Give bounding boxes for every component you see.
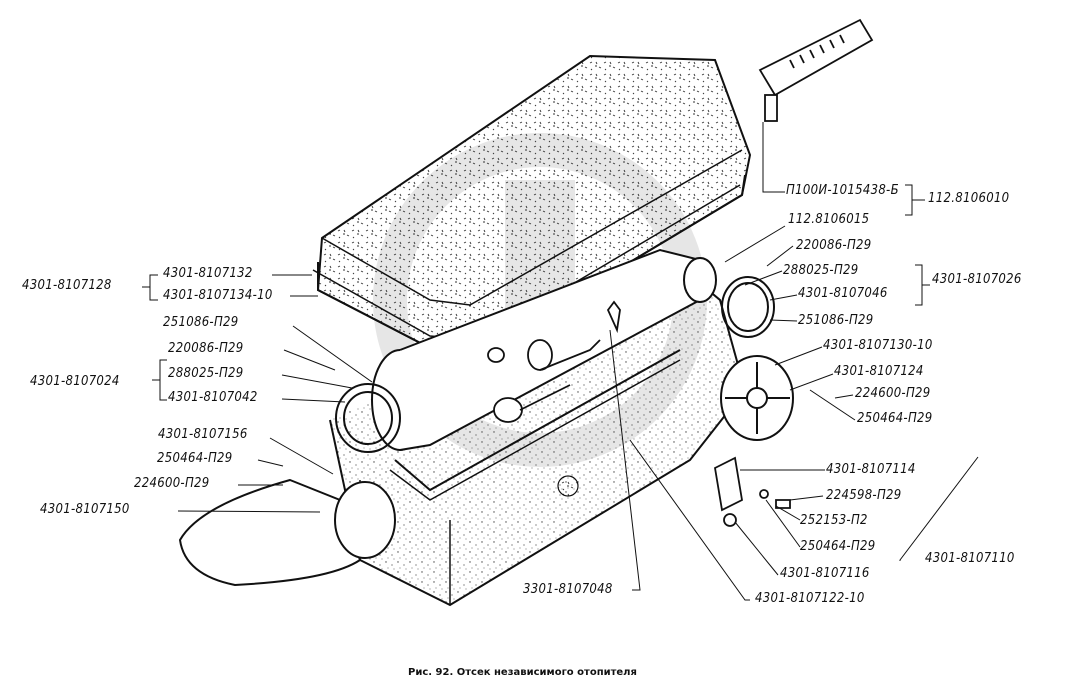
bracket-part [714, 456, 791, 527]
duct-elbow [178, 478, 396, 587]
label-4301-8107122-10: 4301-8107122-10 [755, 591, 865, 606]
right-flange [720, 355, 794, 441]
label-250464-p29-bottom: 250464-П29 [800, 539, 876, 554]
label-4301-8107110: 4301-8107110 [925, 551, 1015, 566]
label-288025-p29-top: 288025-П29 [783, 263, 859, 278]
right-clamp [721, 276, 775, 338]
label-4301-8107026: 4301-8107026 [932, 272, 1022, 287]
label-251086-p29-right: 251086-П29 [798, 313, 874, 328]
label-4301-8107150: 4301-8107150 [40, 502, 130, 517]
resistor-part [758, 18, 874, 122]
label-251086-p29-left: 251086-П29 [163, 315, 239, 330]
label-220086-p29-left: 220086-П29 [168, 341, 244, 356]
label-250464-p29-right: 250464-П29 [857, 411, 933, 426]
label-288025-p29-left: 288025-П29 [168, 366, 244, 381]
label-4301-8107156: 4301-8107156 [158, 427, 248, 442]
label-224600-p29-left: 224600-П29 [134, 476, 210, 491]
label-4301-8107130-10: 4301-8107130-10 [823, 338, 933, 353]
label-4301-8107124: 4301-8107124 [834, 364, 924, 379]
left-clamp [335, 383, 401, 453]
label-4301-8107134-10: 4301-8107134-10 [163, 288, 273, 303]
label-3301-8107048: 3301-8107048 [523, 582, 613, 597]
label-224598-p29: 224598-П29 [826, 488, 902, 503]
label-4301-8107042: 4301-8107042 [168, 390, 258, 405]
label-112-8106015: 112.8106015 [788, 212, 870, 227]
label-4301-8107024: 4301-8107024 [30, 374, 120, 389]
label-220086-p29-top: 220086-П29 [796, 238, 872, 253]
label-112-8106010: 112.8106010 [928, 191, 1010, 206]
label-4301-8107132: 4301-8107132 [163, 266, 253, 281]
figure-caption: Рис. 92. Отсек независимого отопителя [408, 667, 637, 678]
label-4301-8107046: 4301-8107046 [798, 286, 888, 301]
label-p100i-1015438-b: П100И-1015438-Б [786, 183, 899, 198]
heater-cover-lid [312, 54, 752, 354]
internal-pump-assembly [487, 300, 621, 423]
label-4301-8107128: 4301-8107128 [22, 278, 112, 293]
label-250464-p29-left: 250464-П29 [157, 451, 233, 466]
leader-lines [142, 122, 979, 601]
label-4301-8107116: 4301-8107116 [780, 566, 870, 581]
label-4301-8107114: 4301-8107114 [826, 462, 916, 477]
label-252153-p2: 252153-П2 [800, 513, 868, 528]
label-224600-p29-right: 224600-П29 [855, 386, 931, 401]
